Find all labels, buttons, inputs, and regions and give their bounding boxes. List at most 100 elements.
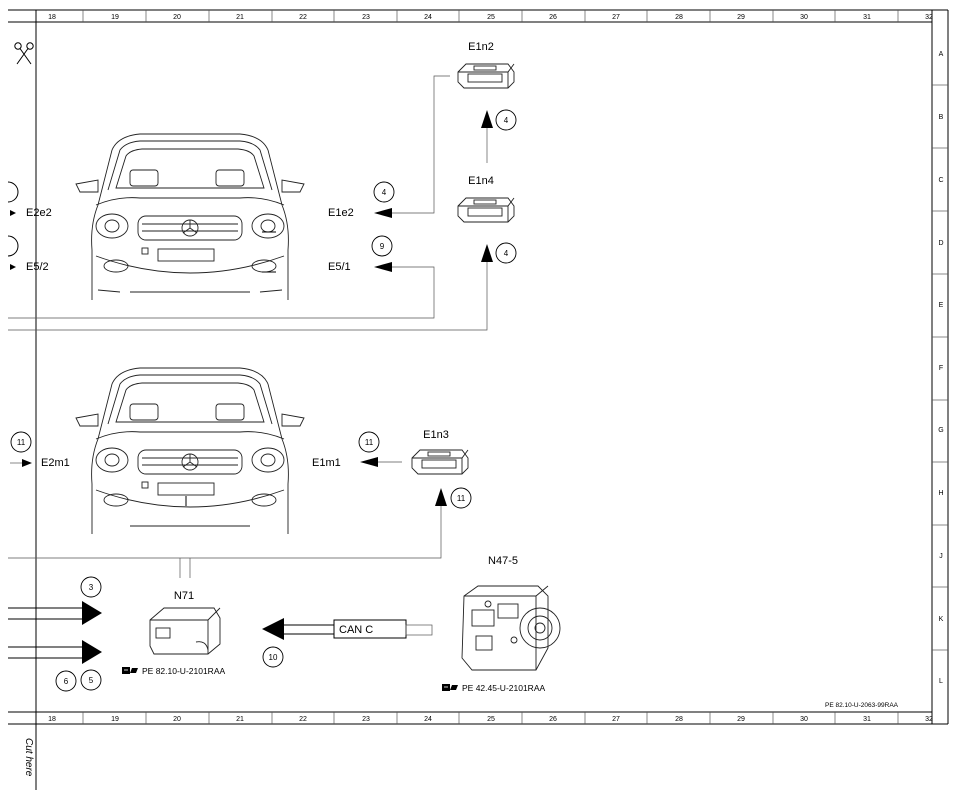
vehicle-front-view-bottom: [75, 367, 305, 534]
callout-number: 4: [382, 188, 387, 197]
e5-1-label: E5/1: [328, 261, 351, 273]
col-label: 21: [236, 716, 244, 723]
e1n4-label: E1n4: [468, 175, 494, 187]
row-label: K: [939, 616, 944, 623]
row-ruler-ticks: [932, 84, 948, 651]
can-c-label: CAN C: [339, 624, 373, 636]
book-icon: [442, 684, 458, 691]
n47-5-reference-label: PE 42.45-U-2101RAA: [462, 683, 545, 693]
e1e2-label: E1e2: [328, 207, 354, 219]
arrow-left-lower: [82, 640, 102, 664]
col-label: 27: [612, 716, 620, 723]
col-label: 30: [800, 14, 808, 21]
col-label: 31: [863, 14, 871, 21]
col-label: 19: [111, 14, 119, 21]
arrow-to-e5-1: [374, 262, 392, 272]
book-icon: [122, 667, 138, 674]
callout-number: 4: [504, 116, 509, 125]
arrow-to-e2m1: [22, 459, 32, 467]
col-label: 31: [863, 716, 871, 723]
callout-circles: 4 4 4 9 11 11 11 3 6 5 10: [10, 109, 517, 692]
col-label: 18: [48, 716, 56, 723]
e1n3-label: E1n3: [423, 429, 449, 441]
row-label: F: [939, 365, 943, 372]
col-label: 20: [173, 14, 181, 21]
col-label: 27: [612, 14, 620, 21]
col-label: 24: [424, 14, 432, 21]
callout-number: 9: [380, 242, 385, 251]
row-label: G: [938, 427, 943, 434]
col-label: 29: [737, 14, 745, 21]
arrow-to-e1n4: [481, 244, 493, 262]
col-label: 22: [299, 716, 307, 723]
row-label: B: [939, 114, 944, 121]
arrow-to-e5-2: [10, 264, 16, 270]
col-label: 28: [675, 14, 683, 21]
col-label: 32: [925, 14, 933, 21]
arrowheads: [10, 110, 493, 664]
e1m1-label: E1m1: [312, 457, 341, 469]
col-label: 23: [362, 716, 370, 723]
row-labels: A B C D E F G H J K L: [938, 51, 943, 685]
e2m1-label: E2m1: [41, 457, 70, 469]
callout-number: 10: [269, 653, 278, 662]
col-label: 20: [173, 716, 181, 723]
row-label: E: [939, 302, 944, 309]
e1n4-control-unit: [457, 197, 515, 223]
col-label: 24: [424, 716, 432, 723]
col-label: 29: [737, 716, 745, 723]
e1n2-control-unit: [457, 63, 515, 89]
col-label: 18: [48, 14, 56, 21]
document-id: PE 82.10-U-2063-99RAA: [825, 702, 899, 709]
col-label: 25: [487, 716, 495, 723]
arrow-to-e1n2: [481, 110, 493, 128]
arrow-can-to-n71: [262, 618, 284, 640]
col-label: 32: [925, 716, 933, 723]
sheet-frame: [8, 9, 949, 790]
vehicle-front-view-top: [75, 133, 305, 300]
e2e2-label: E2e2: [26, 207, 52, 219]
col-label: 26: [549, 716, 557, 723]
callout-number: 4: [504, 249, 509, 258]
e1n2-label: E1n2: [468, 41, 494, 53]
wiring-lines: [8, 75, 488, 659]
col-label: 23: [362, 14, 370, 21]
column-labels-bottom: 18 19 20 21 22 23 24 25 26 27 28 29 30 3…: [48, 716, 933, 723]
col-label: 22: [299, 14, 307, 21]
n47-5-hydraulic-unit: [461, 585, 561, 671]
row-label: H: [938, 490, 943, 497]
cut-here-label: Cut here: [23, 738, 34, 777]
partial-callout-left: [7, 181, 19, 203]
n71-label: N71: [174, 590, 194, 602]
arrow-to-e2e2: [10, 210, 16, 216]
row-label: J: [939, 553, 943, 560]
column-labels-top: 18 19 20 21 22 23 24 25 26 27 28 29 30 3…: [48, 14, 933, 21]
col-label: 25: [487, 14, 495, 21]
e5-2-label: E5/2: [26, 261, 49, 273]
callout-number: 3: [89, 583, 94, 592]
col-label: 26: [549, 14, 557, 21]
row-label: L: [939, 678, 943, 685]
callout-number: 11: [457, 494, 466, 503]
callout-number: 5: [89, 676, 94, 685]
col-label: 30: [800, 716, 808, 723]
partial-callout-left: [7, 235, 19, 257]
callout-number: 11: [365, 438, 374, 447]
row-label: C: [938, 177, 943, 184]
callout-number: 11: [17, 438, 26, 447]
n71-control-unit: [149, 607, 221, 655]
col-label: 21: [236, 14, 244, 21]
n47-5-label: N47-5: [488, 555, 518, 567]
callout-number: 6: [64, 677, 69, 686]
arrow-to-e1n3: [435, 488, 447, 506]
n71-reference-label: PE 82.10-U-2101RAA: [142, 666, 225, 676]
row-label: A: [939, 51, 944, 58]
col-label: 28: [675, 716, 683, 723]
row-label: D: [938, 240, 943, 247]
col-label: 19: [111, 716, 119, 723]
e1n3-control-unit: [411, 449, 469, 475]
arrow-to-e1e2: [374, 208, 392, 218]
arrow-left-upper: [82, 601, 102, 625]
scissors-icon: [14, 42, 34, 65]
